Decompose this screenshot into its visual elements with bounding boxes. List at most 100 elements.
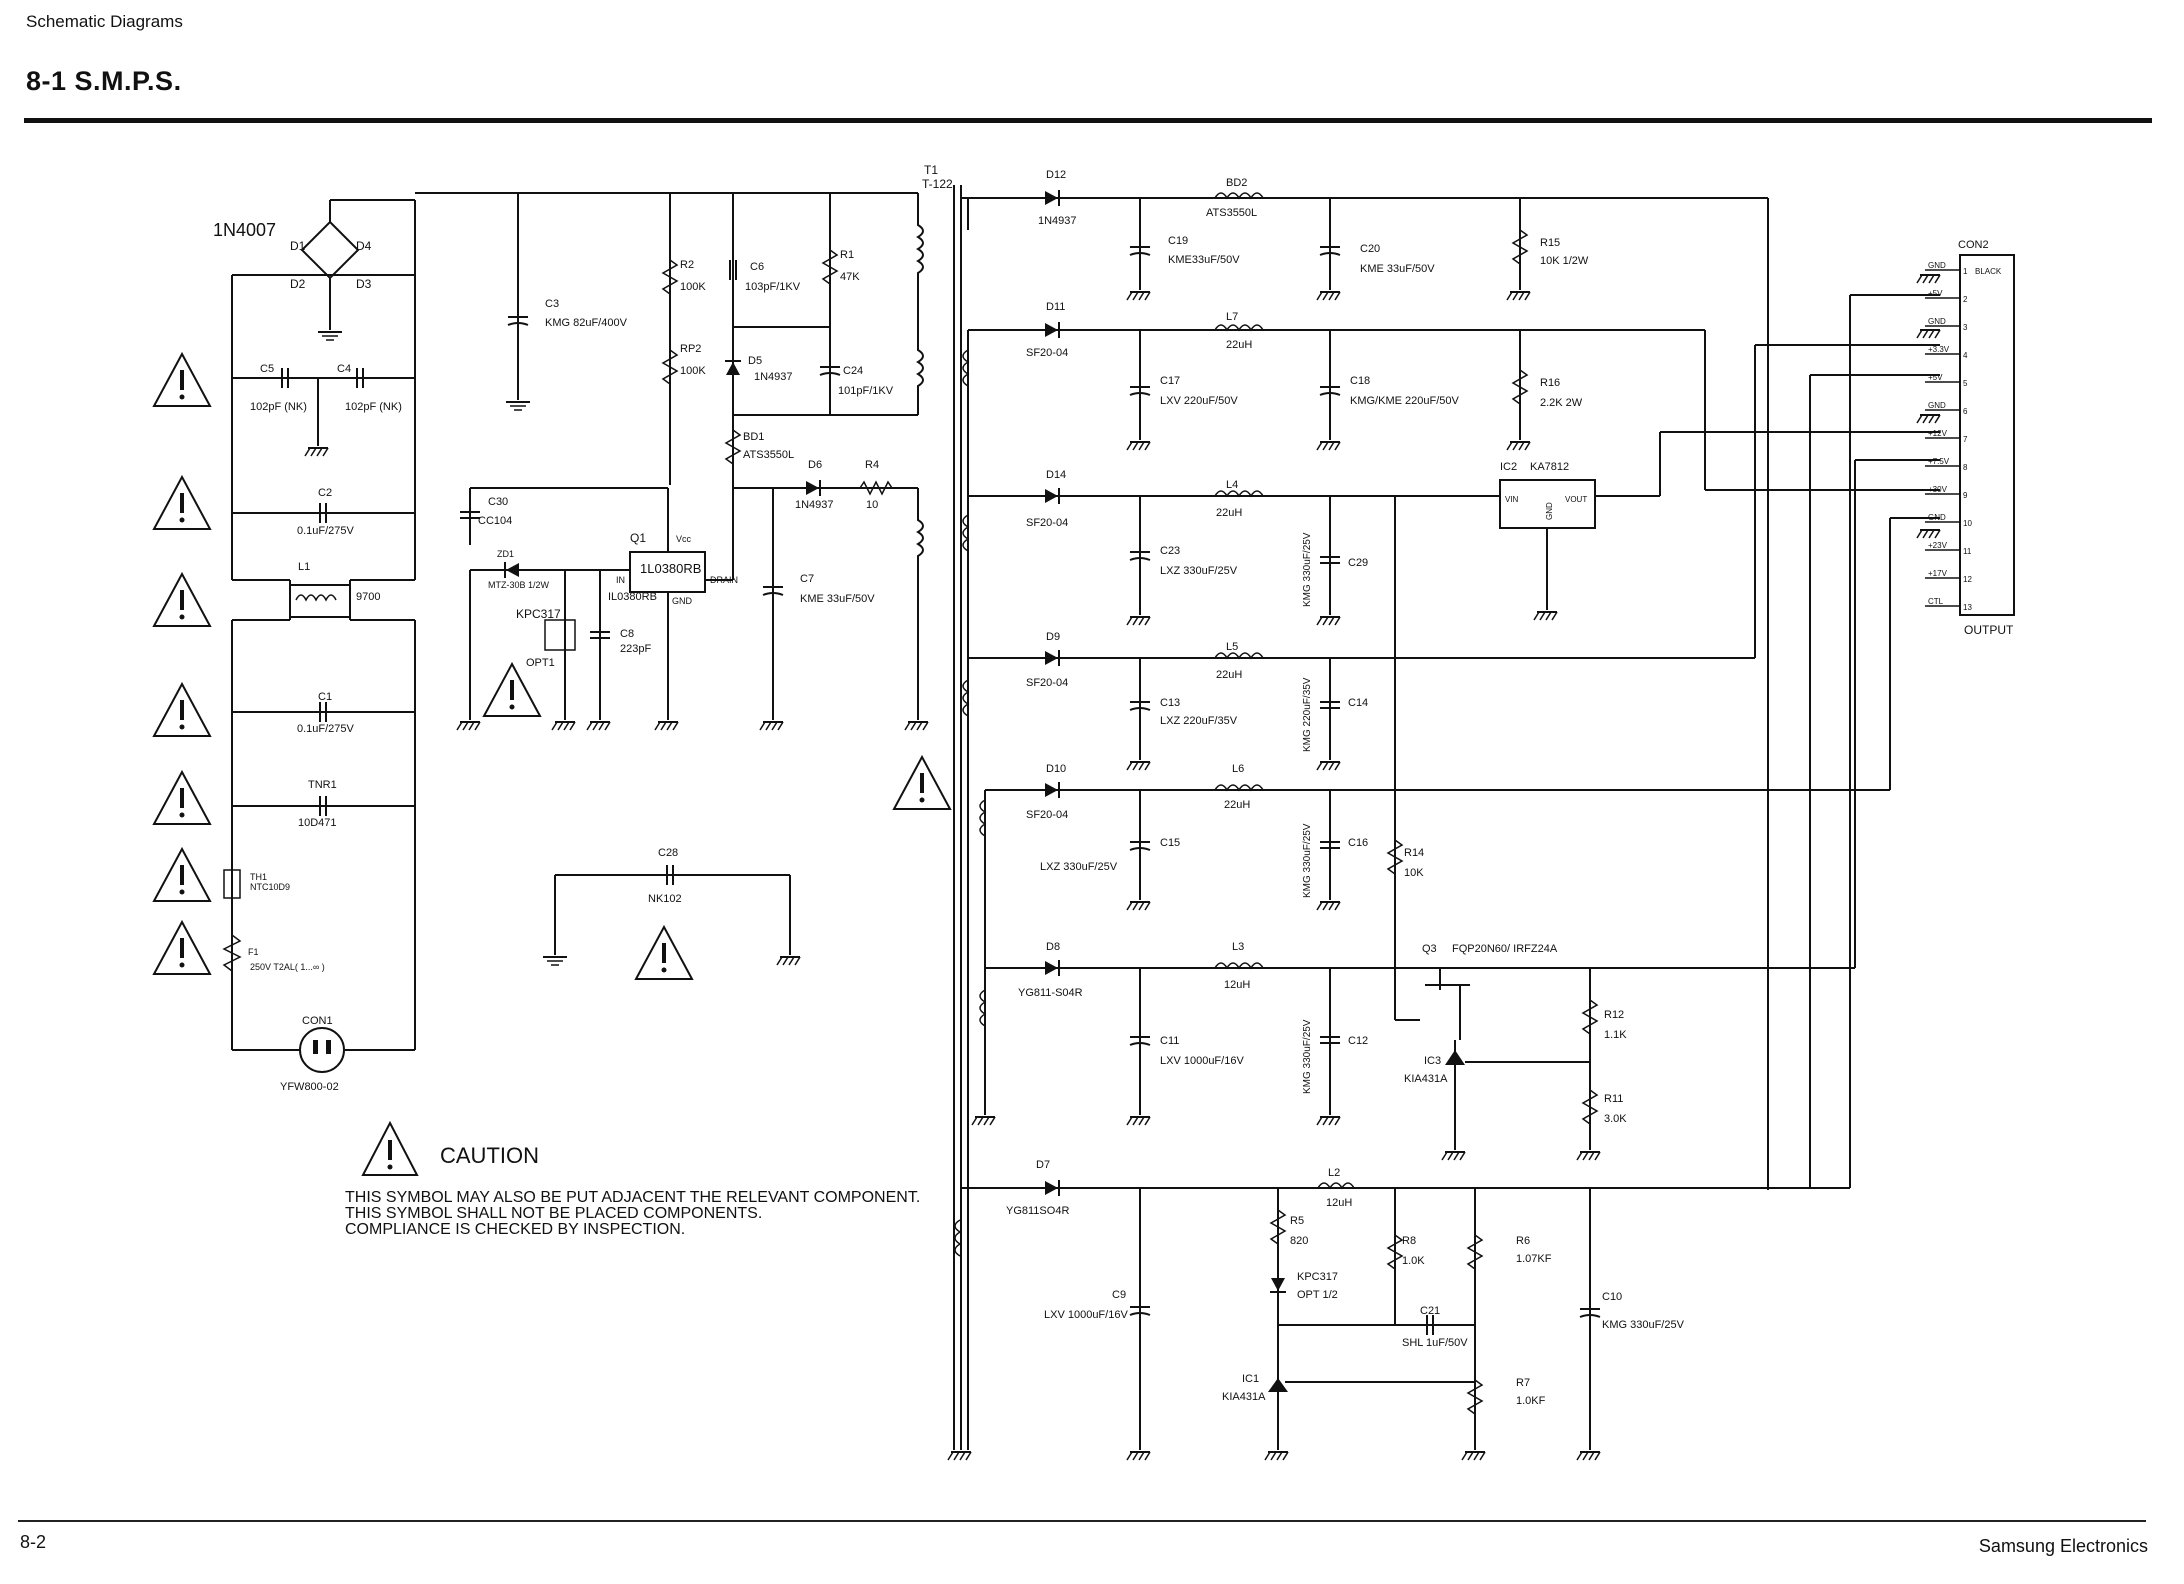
- c14-value: KMG 220uF/35V: [1302, 677, 1313, 752]
- con2-pin-name: GND: [1928, 401, 1946, 410]
- c18-value: KMG/KME 220uF/50V: [1350, 395, 1459, 407]
- c4-label: C4: [337, 363, 351, 375]
- secondary-section: [947, 189, 2015, 1461]
- ic2-gnd-pin: GND: [1545, 502, 1554, 520]
- d11-label: D11: [1046, 301, 1065, 313]
- tnr1-label: TNR1: [308, 779, 337, 791]
- c7-label: C7: [800, 573, 814, 585]
- publisher: Samsung Electronics: [1978, 1536, 2148, 1556]
- c21-label: C21: [1420, 1305, 1440, 1317]
- page-number: 8-2: [20, 1532, 47, 1552]
- con2-pin-extra: BLACK: [1975, 267, 2002, 276]
- con2-pin-number: 12: [1963, 575, 1972, 584]
- bd2-value: ATS3550L: [1206, 207, 1257, 219]
- c24-label: C24: [843, 365, 863, 377]
- c30-value: CC104: [478, 515, 512, 527]
- r16-value: 2.2K 2W: [1540, 397, 1583, 409]
- d4-label: D4: [356, 239, 372, 253]
- l7-label: L7: [1226, 311, 1238, 323]
- rp2-value: 100K: [680, 365, 706, 377]
- c2-value: 0.1uF/275V: [297, 525, 355, 537]
- c10-label: C10: [1602, 1291, 1622, 1303]
- d1-label: D1: [290, 239, 306, 253]
- con2-pin-name: +5V: [1928, 289, 1943, 298]
- l1-label: L1: [298, 561, 310, 573]
- r1-label: R1: [840, 249, 854, 261]
- th1-value: NTC10D9: [250, 882, 290, 892]
- l2-value: 12uH: [1326, 1197, 1352, 1209]
- con2-pin-number: 8: [1963, 463, 1968, 472]
- d14-label: D14: [1046, 469, 1066, 481]
- d6-value: 1N4937: [795, 499, 834, 511]
- r2-value: 100K: [680, 281, 706, 293]
- ic2-label: IC2: [1500, 461, 1517, 473]
- c29-label: C29: [1348, 557, 1368, 569]
- r5-value: 820: [1290, 1235, 1308, 1247]
- caution-line-2: THIS SYMBOL SHALL NOT BE PLACED COMPONEN…: [345, 1205, 763, 1222]
- bd2-label: BD2: [1226, 177, 1247, 189]
- d9-label: D9: [1046, 631, 1060, 643]
- c10-value: KMG 330uF/25V: [1602, 1319, 1685, 1331]
- output-label: OUTPUT: [1964, 623, 2014, 637]
- con2-pin-name: GND: [1928, 261, 1946, 270]
- c6-value: 103pF/1KV: [745, 281, 801, 293]
- c28-label: C28: [658, 847, 678, 859]
- tnr1-value: 10D471: [298, 817, 337, 829]
- l5-value: 22uH: [1216, 669, 1242, 681]
- d2-label: D2: [290, 277, 306, 291]
- c19-label: C19: [1168, 235, 1188, 247]
- l5-label: L5: [1226, 641, 1238, 653]
- c5-value: 102pF (NK): [250, 401, 307, 413]
- c20-value: KME 33uF/50V: [1360, 263, 1435, 275]
- c20-label: C20: [1360, 243, 1380, 255]
- kpc317b-label: KPC317: [1297, 1271, 1338, 1283]
- rp2-label: RP2: [680, 343, 701, 355]
- con2-label: CON2: [1958, 239, 1989, 251]
- con2-pin-name: +5V: [1928, 373, 1943, 382]
- f1-value: 250V T2AL( 1...∞ ): [250, 962, 325, 972]
- l3-label: L3: [1232, 941, 1244, 953]
- c8-value: 223pF: [620, 643, 651, 655]
- r12-value: 1.1K: [1604, 1029, 1627, 1041]
- input-section: [152, 199, 416, 1073]
- ic2-vin-pin: VIN: [1505, 495, 1519, 504]
- r15-value: 10K 1/2W: [1540, 255, 1589, 267]
- c1-value: 0.1uF/275V: [297, 723, 355, 735]
- c2-label: C2: [318, 487, 332, 499]
- r4-label: R4: [865, 459, 879, 471]
- ic1-label: IC1: [1242, 1373, 1259, 1385]
- q1-subvalue: IL0380RB: [608, 591, 657, 603]
- con2-pin-number: 7: [1963, 435, 1968, 444]
- con1-value: YFW800-02: [280, 1081, 339, 1093]
- q1-drain-pin: DRAIN: [710, 575, 738, 585]
- d5-value: 1N4937: [754, 371, 793, 383]
- l6-value: 22uH: [1224, 799, 1250, 811]
- l6-label: L6: [1232, 763, 1244, 775]
- caution-title: CAUTION: [440, 1143, 539, 1168]
- d12-value: 1N4937: [1038, 215, 1077, 227]
- c12-value: KMG 330uF/25V: [1302, 1019, 1313, 1094]
- opt1-label: OPT1: [526, 657, 555, 669]
- header-rule: [24, 118, 2152, 123]
- r4-value: 10: [866, 499, 878, 511]
- l4-label: L4: [1226, 479, 1238, 491]
- ic1-value: KIA431A: [1222, 1391, 1266, 1403]
- c9-label: C9: [1112, 1289, 1126, 1301]
- d14-value: SF20-04: [1026, 517, 1068, 529]
- con2-pin-name: +30V: [1928, 485, 1948, 494]
- zd1-value: MTZ-30B 1/2W: [488, 580, 550, 590]
- con2-pin-number: 10: [1963, 519, 1972, 528]
- d6-label: D6: [808, 459, 822, 471]
- d5-label: D5: [748, 355, 762, 367]
- c6-label: C6: [750, 261, 764, 273]
- c4-value: 102pF (NK): [345, 401, 402, 413]
- primary-section: [415, 185, 962, 1450]
- l2-label: L2: [1328, 1167, 1340, 1179]
- ic3-label: IC3: [1424, 1055, 1441, 1067]
- r1-value: 47K: [840, 271, 860, 283]
- c13-value: LXZ 220uF/35V: [1160, 715, 1238, 727]
- r15-label: R15: [1540, 237, 1560, 249]
- c19-value: KME33uF/50V: [1168, 254, 1240, 266]
